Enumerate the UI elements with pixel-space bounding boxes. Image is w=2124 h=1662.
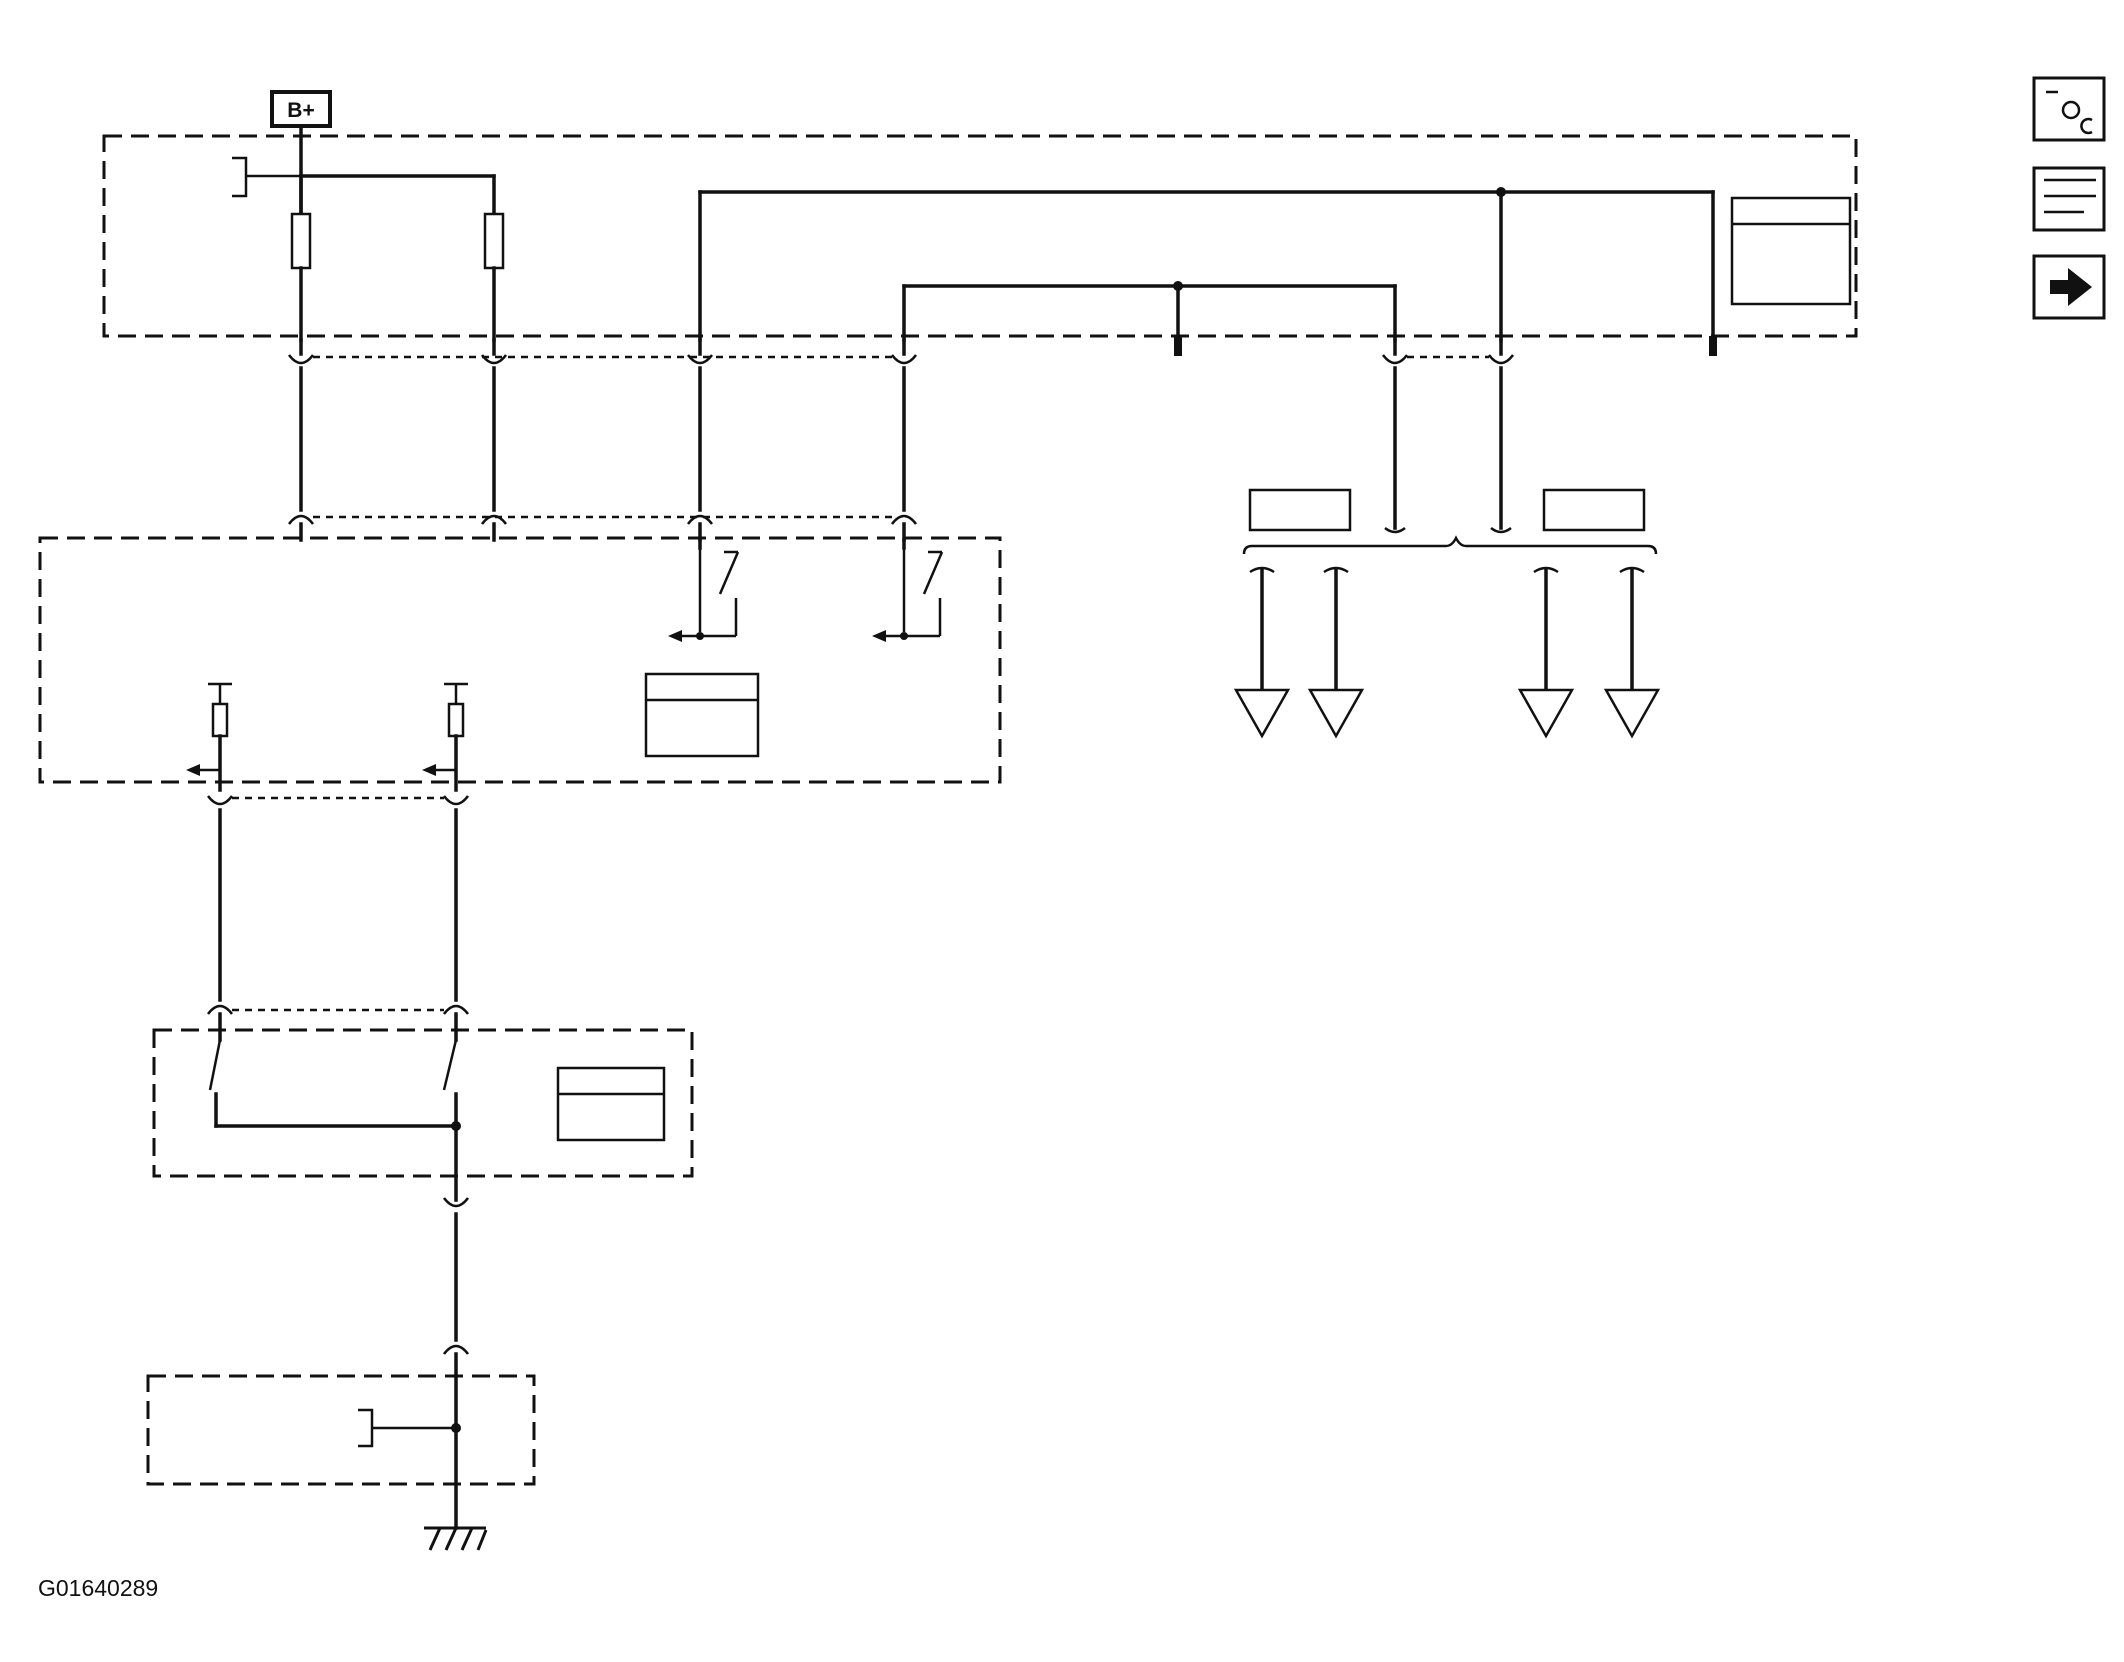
lamp-reference-a[interactable]	[1233, 688, 1291, 739]
fuse-right[interactable]	[483, 212, 505, 342]
battery-terminal[interactable]: B+	[270, 90, 332, 216]
next-page-button[interactable]	[2032, 254, 2106, 320]
bcm-switch-left[interactable]	[668, 538, 740, 642]
desc-icon	[2044, 178, 2096, 214]
headlamp-connector-id-box	[556, 1066, 666, 1142]
lamp-reference-b[interactable]	[1307, 688, 1365, 739]
fuse-block-frame	[102, 134, 1858, 338]
desc-button[interactable]	[2032, 166, 2106, 232]
right-branch-wires	[1384, 366, 1512, 534]
bcm-output-left	[186, 682, 232, 792]
body-type-brace	[1242, 535, 1658, 555]
battery-label: B+	[287, 99, 314, 122]
fuse-left[interactable]	[290, 212, 312, 342]
headlamp-switch-frame	[152, 1028, 694, 1178]
headlamp-switch-junction	[451, 1121, 461, 1131]
fuse-block-harness-connectors	[288, 338, 1514, 365]
ground-path	[443, 1197, 469, 1530]
lamp-leads	[1249, 566, 1645, 692]
right-arrow-icon	[2050, 268, 2092, 306]
chassis-ground-icon	[424, 1526, 488, 1551]
fuse-block-top-bus	[698, 187, 1715, 342]
headlamp-switch-contact-left[interactable]	[208, 1012, 222, 1128]
bcm-feed-wires	[299, 366, 906, 512]
fuse-block-connector-id-box	[1730, 196, 1852, 306]
bcm-to-headlamp-wires	[218, 808, 458, 1002]
splice-pack-frame	[146, 1374, 536, 1486]
figure-id: G01640289	[38, 1575, 158, 1601]
lamp-reference-c[interactable]	[1517, 688, 1575, 739]
bcm-switch-right[interactable]	[872, 538, 944, 642]
bcm-lower-connectors	[207, 795, 469, 806]
headlamp-switch-connectors	[207, 1004, 469, 1015]
body-type-box-left	[1248, 488, 1352, 532]
power-distribution-bracket	[232, 156, 248, 198]
fuse-block-inner-bus	[902, 281, 1397, 342]
battery-bus	[299, 174, 496, 216]
lamp-reference-d[interactable]	[1603, 688, 1661, 739]
bcm-connector-id-box	[644, 672, 760, 758]
unused-terminal-left	[1174, 336, 1182, 356]
loc-icon	[2046, 90, 2093, 135]
bcm-frame	[38, 536, 1002, 784]
headlamp-switch-contact-right[interactable]	[442, 1012, 458, 1202]
loc-button[interactable]	[2032, 76, 2106, 142]
bcm-output-right	[422, 682, 468, 792]
bcm-harness-connectors	[288, 514, 917, 542]
unused-terminal-right	[1709, 336, 1717, 356]
ground-distribution-bracket	[358, 1408, 374, 1448]
body-type-box-right	[1542, 488, 1646, 532]
